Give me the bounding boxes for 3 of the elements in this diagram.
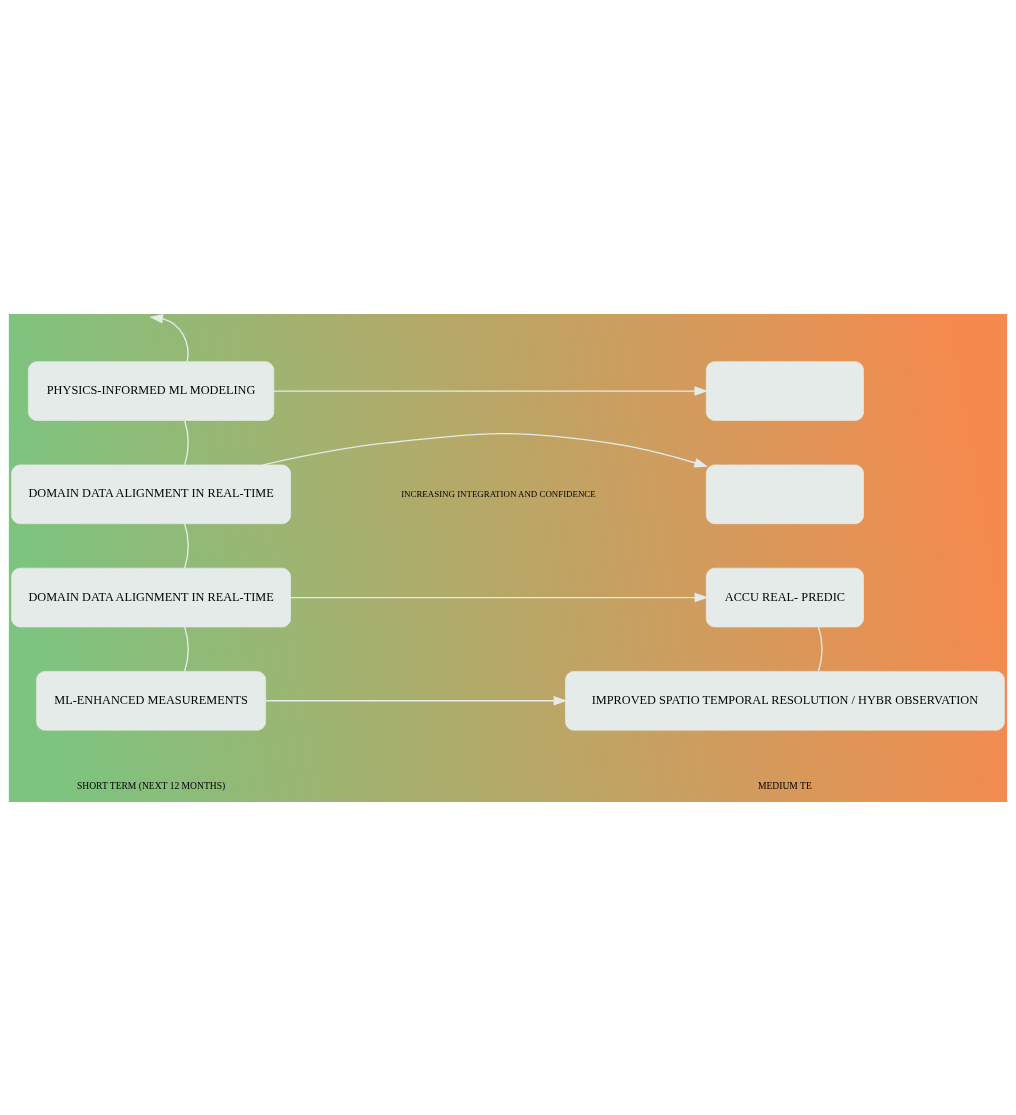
label: MEDIUM TE — [758, 779, 812, 791]
label: INCREASING INTEGRATION AND CONFIDENCE — [401, 488, 596, 499]
label: SHORT TERM (NEXT 12 MONTHS) — [76, 779, 226, 791]
